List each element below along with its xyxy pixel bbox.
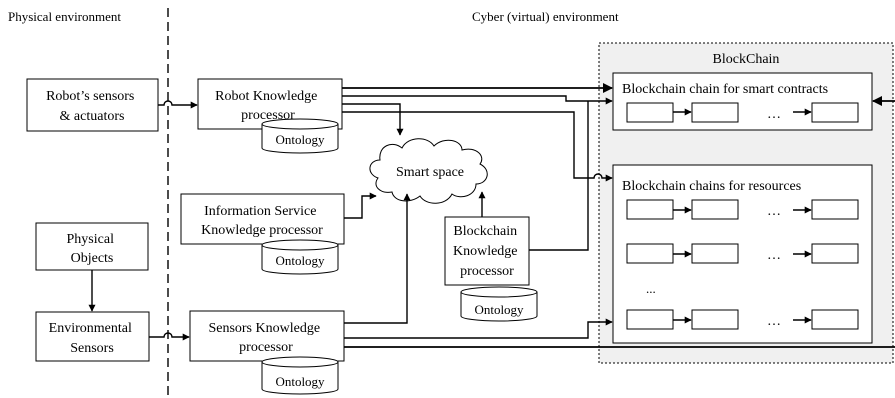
info-kp-box	[180, 193, 345, 245]
physical-objects-label: Physical Objects	[67, 232, 118, 266]
info-kp-label: Information Service Knowledge processor	[201, 204, 323, 238]
smart-contracts-chain-label: Blockchain chain for smart contracts	[622, 82, 828, 97]
sensors-ontology-db	[261, 356, 339, 395]
block	[691, 309, 739, 330]
chain-ellipsis: …	[767, 314, 781, 329]
robot-sensors-label: Robot’s sensors & actuators	[46, 89, 138, 124]
info-ontology-db	[261, 239, 339, 275]
blockchain-title: BlockChain	[713, 52, 780, 67]
info-kp-to-smart-space	[344, 192, 377, 219]
blockchain-ontology-label: Ontology	[474, 302, 524, 317]
robot-ontology-label: Ontology	[275, 132, 325, 147]
block	[691, 243, 739, 264]
smart-space-cloud	[369, 138, 488, 204]
info-ontology-label: Ontology	[275, 253, 325, 268]
blockchain-kp-to-resources	[529, 101, 589, 251]
chain-ellipsis: …	[767, 107, 781, 122]
chain-ellipsis: …	[767, 248, 781, 263]
physical-environment-label: Physical environment	[8, 9, 121, 24]
environmental-sensors-label: Environmental Sensors	[49, 321, 136, 356]
block	[626, 243, 674, 264]
block	[811, 102, 859, 123]
cyber-environment-label: Cyber (virtual) environment	[472, 9, 619, 24]
blockchain-kp-box	[444, 216, 530, 286]
blockchain-ontology-db	[460, 286, 538, 322]
block	[811, 243, 859, 264]
block	[691, 102, 739, 123]
robot-kp-to-smart-space	[342, 103, 404, 136]
robot-sensors-box	[26, 78, 159, 132]
block	[626, 102, 674, 123]
sensors-kp-to-resources-1	[344, 318, 613, 339]
robot-kp-to-resources	[342, 111, 613, 182]
smart-space-label: Smart space	[396, 165, 464, 180]
block	[811, 309, 859, 330]
blockchain-kp-label: Blockchain Knowledge processor	[453, 224, 521, 279]
resources-chains-label: Blockchain chains for resources	[622, 179, 801, 194]
sensors-kp-label: Sensors Knowledge processor	[208, 321, 323, 355]
chain-ellipsis: …	[767, 204, 781, 219]
sensors-kp-to-smart-space	[344, 193, 411, 324]
block	[811, 199, 859, 220]
sensors-kp-box	[189, 310, 345, 362]
environmental-sensors-link	[149, 332, 190, 341]
robot-ontology-db	[261, 118, 339, 154]
chains-vertical-ellipsis: ...	[646, 281, 656, 296]
robot-sensors-link	[158, 100, 198, 109]
environmental-sensors-box	[35, 311, 150, 362]
robot-kp-to-smart-contracts-2	[342, 95, 613, 105]
block	[691, 199, 739, 220]
sensors-ontology-label: Ontology	[275, 374, 325, 389]
block	[626, 309, 674, 330]
physical-objects-box	[35, 222, 149, 271]
block	[626, 199, 674, 220]
